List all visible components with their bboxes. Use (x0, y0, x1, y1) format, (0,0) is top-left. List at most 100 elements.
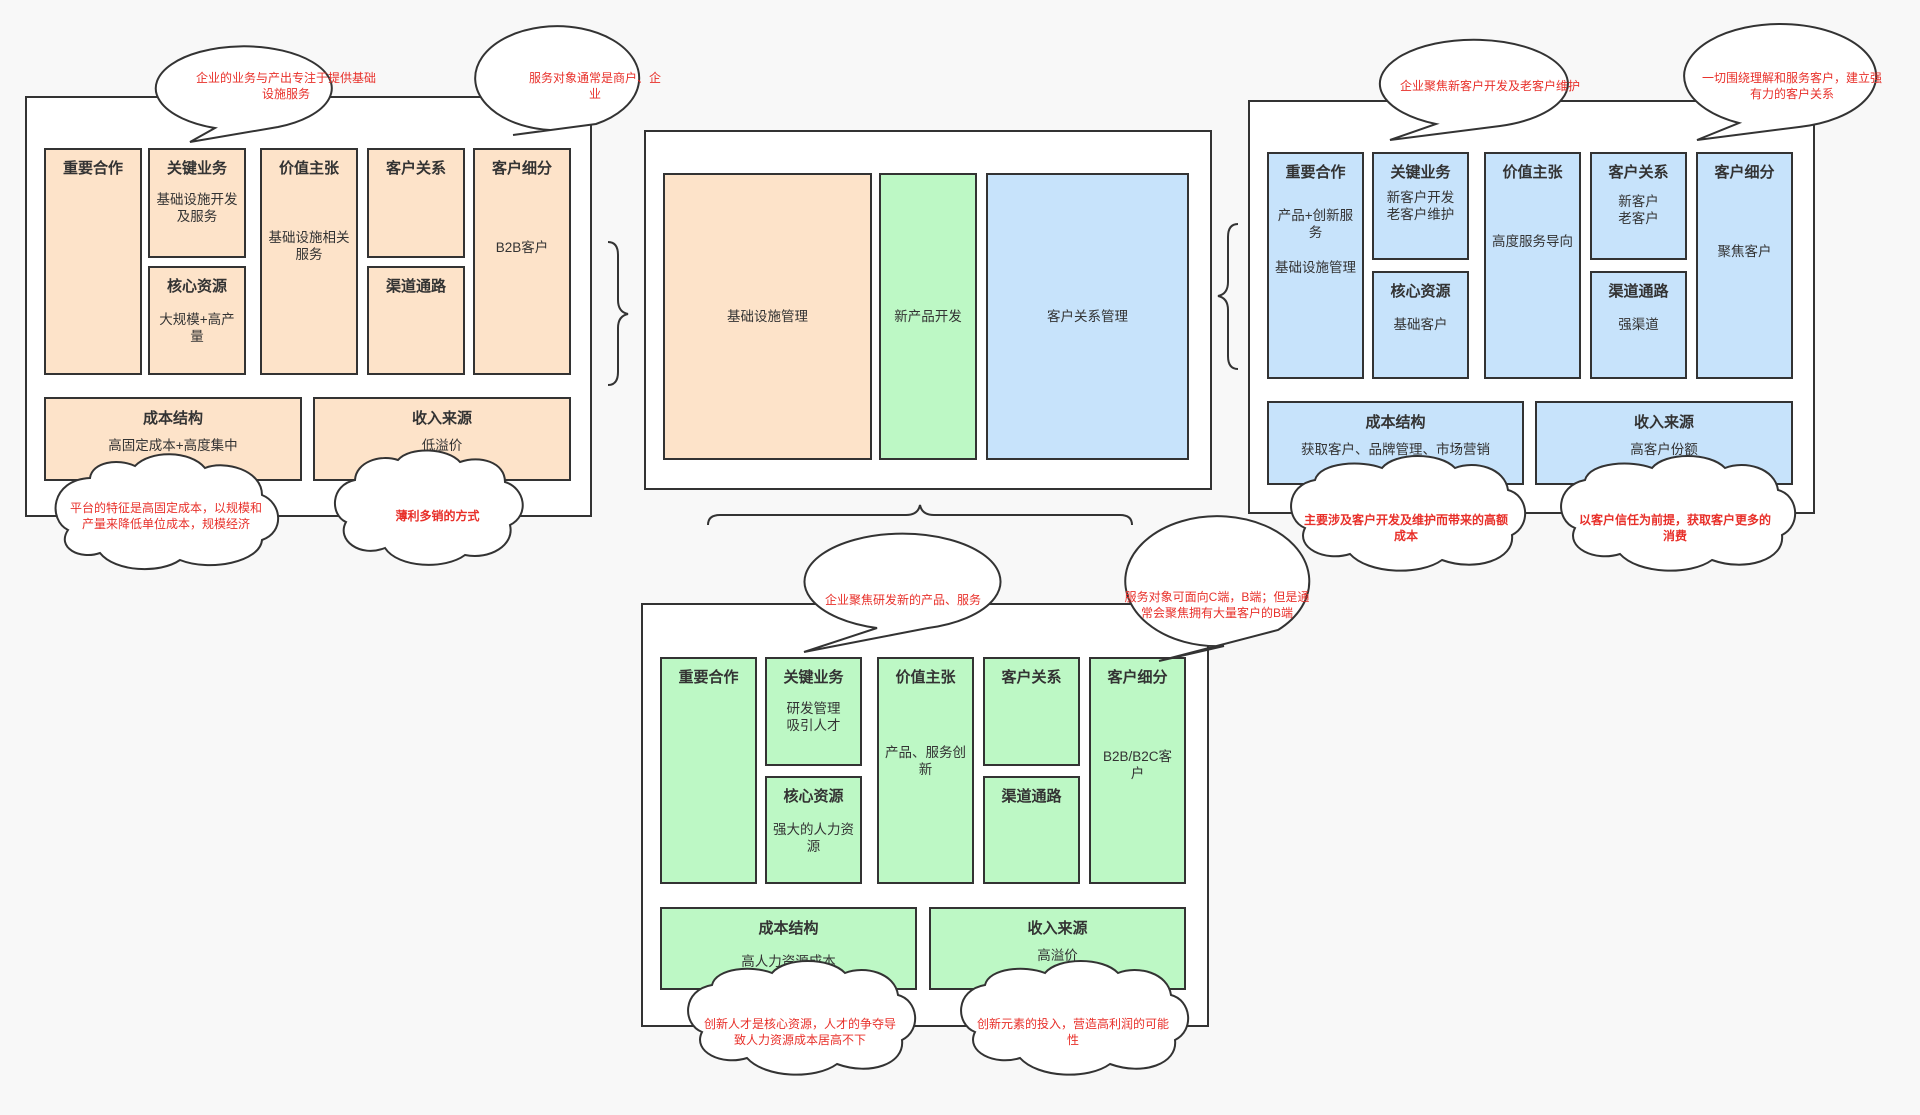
product-key-activities: 关键业务 研发管理 吸引人才 (765, 657, 862, 766)
customer-cloud-revenue: 以客户信任为前提，获取客户更多的消费 (1578, 512, 1771, 543)
cloud-infra-revenue (333, 449, 524, 566)
customer-key-partners-text: 产品+创新服务 基础设施管理 (1275, 207, 1356, 276)
customer-customer-seg-title: 客户细分 (1714, 164, 1775, 181)
product-value-prop-title: 价值主张 (895, 669, 956, 686)
product-callout-business: 企业聚焦研发新的产品、服务 (824, 592, 981, 607)
infra-key-activities: 关键业务 基础设施开发及服务 (148, 148, 246, 258)
product-customer-seg-title: 客户细分 (1107, 669, 1168, 686)
infra-revenue-text: 低溢价 (421, 437, 463, 453)
product-key-activities-text: 研发管理 吸引人才 (786, 700, 841, 734)
product-value-prop: 价值主张 产品、服务创新 (877, 657, 974, 884)
infra-value-prop-text: 基础设施相关服务 (268, 229, 350, 263)
speech-bubble-customer-business (1378, 38, 1569, 141)
product-key-partners: 重要合作 (660, 657, 757, 884)
infra-cloud-revenue: 薄利多销的方式 (395, 508, 480, 523)
customer-customer-rel-title: 客户关系 (1608, 164, 1669, 181)
infra-callout-business: 企业的业务与产出专注于提供基础设施服务 (195, 70, 376, 101)
cloud-customer-revenue (1560, 455, 1797, 572)
infra-customer-seg-title: 客户细分 (491, 160, 552, 177)
product-customer-seg: 客户细分 B2B/B2C客户 (1089, 657, 1186, 884)
speech-bubble-product-business (803, 532, 1002, 653)
customer-customer-seg-text: 聚焦客户 (1717, 243, 1772, 259)
customer-cloud-cost: 主要涉及客户开发及维护而带来的高额成本 (1303, 512, 1508, 543)
customer-value-prop-text: 高度服务导向 (1492, 233, 1573, 249)
infra-channels-title: 渠道通路 (385, 278, 446, 295)
customer-customer-seg: 客户细分 聚焦客户 (1696, 152, 1793, 379)
product-revenue-title: 收入来源 (1027, 920, 1088, 937)
product-key-partners-title: 重要合作 (678, 669, 739, 686)
customer-key-partners: 重要合作 产品+创新服务 基础设施管理 (1267, 152, 1364, 379)
customer-revenue-text: 高客户份额 (1630, 441, 1698, 457)
center-infra-mgmt-text: 基础设施管理 (727, 308, 808, 324)
customer-key-resources-text: 基础客户 (1393, 316, 1448, 332)
customer-customer-rel-text: 新客户 老客户 (1618, 193, 1659, 227)
customer-callout-business: 企业聚焦新客户开发及老客户维护 (1399, 78, 1580, 93)
customer-revenue-title: 收入来源 (1633, 414, 1694, 431)
product-channels-title: 渠道通路 (1001, 788, 1062, 805)
customer-value-prop-title: 价值主张 (1502, 164, 1563, 181)
infra-customer-seg-text: B2B客户 (495, 239, 549, 255)
product-channels: 渠道通路 (983, 776, 1080, 884)
customer-key-activities-title: 关键业务 (1390, 164, 1451, 181)
infra-value-prop: 价值主张 基础设施相关服务 (260, 148, 358, 375)
product-key-resources-title: 核心资源 (783, 788, 844, 805)
brace-bottom-center (707, 504, 1133, 526)
cloud-product-revenue (960, 960, 1190, 1076)
infra-value-prop-title: 价值主张 (278, 160, 339, 177)
infra-customer-rel-title: 客户关系 (385, 160, 446, 177)
product-revenue-text: 高溢价 (1037, 947, 1078, 963)
product-key-activities-title: 关键业务 (783, 669, 844, 686)
speech-bubble-infra-customers (474, 25, 641, 136)
infra-key-activities-text: 基础设施开发及服务 (156, 191, 238, 225)
product-callout-customers: 服务对象可面向C端，B端；但是通常会聚焦拥有大量客户的B端 (1124, 589, 1310, 620)
infra-key-partners-title: 重要合作 (62, 160, 123, 177)
brace-left-customer (1217, 223, 1239, 370)
customer-cost-text: 获取客户、品牌管理、市场营销 (1301, 441, 1490, 457)
center-new-product: 新产品开发 (879, 173, 977, 460)
infra-cost-title: 成本结构 (142, 410, 203, 427)
customer-key-activities: 关键业务 新客户开发 老客户维护 (1372, 152, 1469, 260)
product-cloud-revenue: 创新元素的投入，营造高利润的可能性 (976, 1016, 1169, 1047)
infra-customer-seg: 客户细分 B2B客户 (473, 148, 571, 375)
cloud-product-cost (687, 960, 917, 1076)
infra-revenue-title: 收入来源 (411, 410, 472, 427)
speech-bubble-infra-business (154, 45, 333, 143)
product-cost-title: 成本结构 (758, 920, 819, 937)
customer-key-resources: 核心资源 基础客户 (1372, 271, 1469, 379)
center-crm-text: 客户关系管理 (1047, 308, 1128, 324)
center-crm: 客户关系管理 (986, 173, 1189, 460)
customer-key-partners-title: 重要合作 (1285, 164, 1346, 181)
product-value-prop-text: 产品、服务创新 (885, 744, 966, 778)
product-customer-rel-title: 客户关系 (1001, 669, 1062, 686)
infra-key-resources-text: 大规模+高产量 (159, 311, 235, 345)
customer-key-activities-text: 新客户开发 老客户维护 (1386, 189, 1455, 223)
customer-callout-relation: 一切围绕理解和服务客户，建立强有力的客户关系 (1701, 70, 1882, 101)
customer-channels-title: 渠道通路 (1608, 283, 1669, 300)
center-infra-mgmt: 基础设施管理 (663, 173, 872, 460)
infra-cloud-cost: 平台的特征是高固定成本，以规模和产量来降低单位成本，规模经济 (69, 500, 262, 531)
infra-customer-rel: 客户关系 (367, 148, 465, 258)
product-customer-rel: 客户关系 (983, 657, 1080, 766)
infra-key-resources: 核心资源 大规模+高产量 (148, 266, 246, 375)
product-cloud-cost: 创新人才是核心资源，人才的争夺导致人力资源成本居高不下 (703, 1016, 896, 1047)
product-key-resources: 核心资源 强大的人力资源 (765, 776, 862, 884)
product-customer-seg-text: B2B/B2C客户 (1102, 748, 1173, 782)
product-key-resources-text: 强大的人力资源 (773, 821, 854, 855)
infra-key-partners: 重要合作 (44, 148, 142, 375)
infra-key-activities-title: 关键业务 (166, 160, 227, 177)
infra-key-resources-title: 核心资源 (166, 278, 227, 295)
customer-customer-rel: 客户关系 新客户 老客户 (1590, 152, 1687, 260)
customer-channels-text: 强渠道 (1618, 316, 1659, 332)
brace-right-infra (607, 241, 629, 386)
speech-bubble-product-customers (1124, 515, 1311, 662)
infra-cost-text: 高固定成本+高度集中 (108, 437, 238, 453)
customer-cost-title: 成本结构 (1365, 414, 1426, 431)
cloud-customer-cost (1290, 455, 1527, 572)
speech-bubble-customer-relation (1683, 23, 1878, 141)
infra-callout-customers: 服务对象通常是商户、企业 (528, 70, 661, 101)
customer-value-prop: 价值主张 高度服务导向 (1484, 152, 1581, 379)
infra-channels: 渠道通路 (367, 266, 465, 375)
customer-channels: 渠道通路 强渠道 (1590, 271, 1687, 379)
cloud-infra-cost (54, 453, 280, 571)
